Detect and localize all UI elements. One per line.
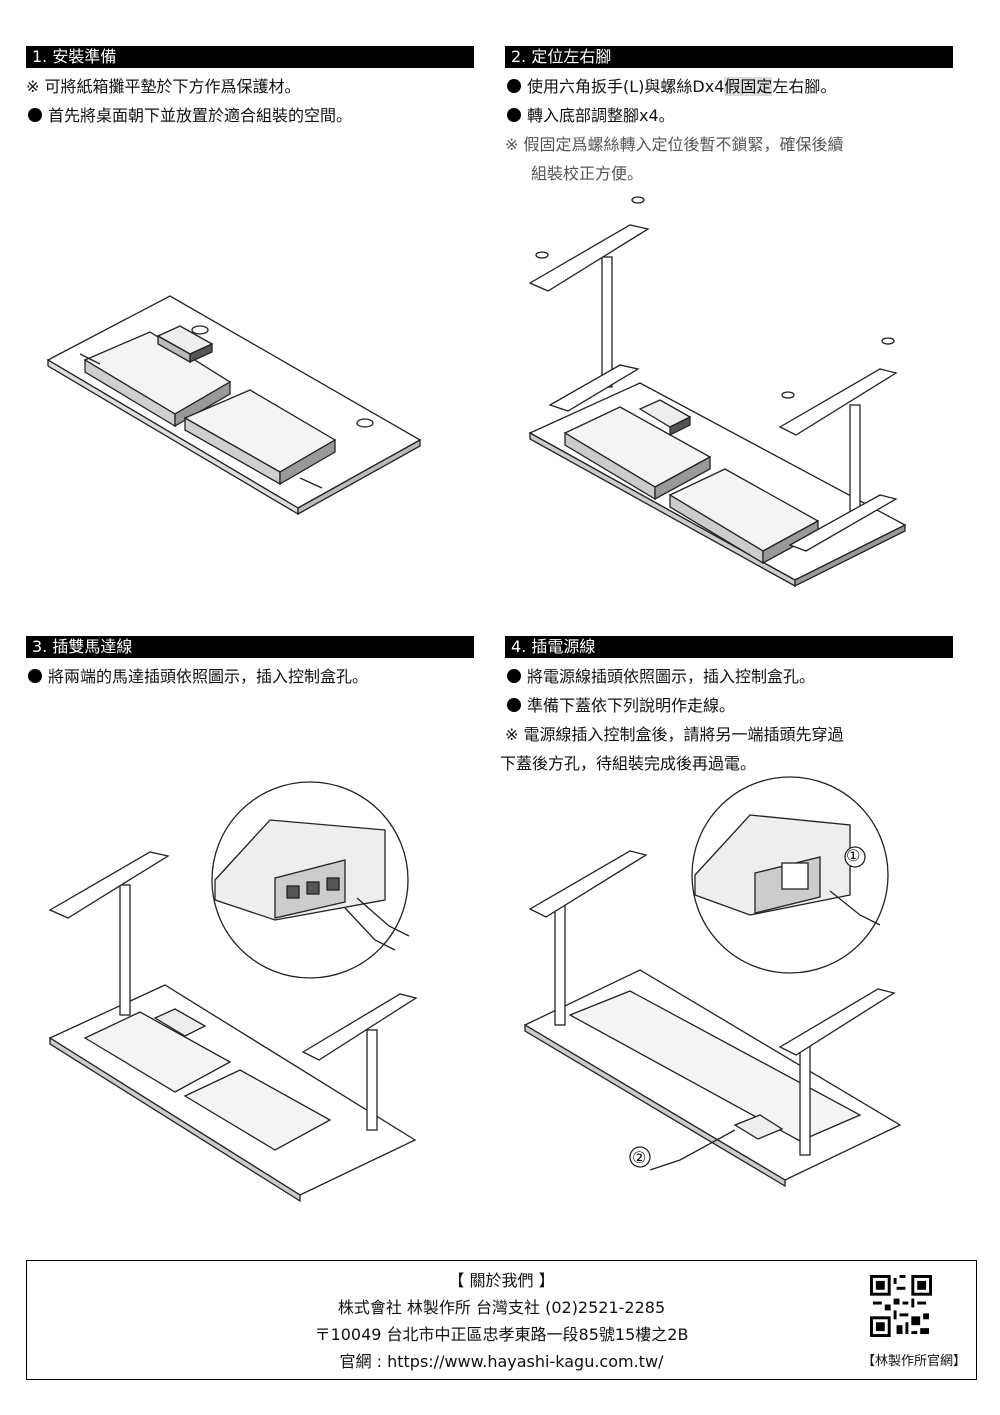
section-1-note-text: ※ 可將紙箱攤平墊於下方作爲保護材。 xyxy=(26,77,301,96)
section-4-line-2-text: 準備下蓋依下列說明作走線。 xyxy=(527,696,736,715)
section-2-line-1: 使用六角扳手(L)與螺絲Dx4假固定左右腳。 xyxy=(505,72,953,101)
section-4-line-2: 準備下蓋依下列說明作走線。 xyxy=(505,691,953,720)
figure-2-legs-illustration xyxy=(528,196,907,588)
section-4-line-1: 將電源線插頭依照圖示，插入控制盒孔。 xyxy=(505,662,953,691)
section-2: 2. 定位左右腳 使用六角扳手(L)與螺絲Dx4假固定左右腳。 轉入底部調整腳x… xyxy=(505,46,953,188)
figure-3-motor-cable-illustration xyxy=(48,781,418,1203)
section-1-bullet: 首先將桌面朝下並放置於適合組裝的空間。 xyxy=(26,101,474,130)
section-2-note-2: 組裝校正方便。 xyxy=(531,164,644,183)
section-2-line-1-post: 左右腳。 xyxy=(772,77,837,96)
footer-title: 【 關於我們 】 xyxy=(448,1271,555,1290)
section-1: 1. 安裝準備 ※ 可將紙箱攤平墊於下方作爲保護材。 首先將桌面朝下並放置於適合… xyxy=(26,46,474,130)
footer-text-block: 【 關於我們 】 株式會社 林製作所 台灣支社 (02)2521-2285 〒1… xyxy=(27,1267,976,1375)
figure-4-step-2-label: ② xyxy=(632,1148,647,1167)
section-2-line-2-text: 轉入底部調整腳x4。 xyxy=(527,106,675,125)
section-2-line-1-pre: 使用六角扳手(L)與螺絲Dx4 xyxy=(527,77,725,96)
section-4-line-1-text: 將電源線插頭依照圖示，插入控制盒孔。 xyxy=(527,667,816,686)
bullet-icon xyxy=(28,669,42,683)
section-2-line-2: 轉入底部調整腳x4。 xyxy=(505,101,953,130)
section-4-note-1: ※ 電源線插入控制盒後，請將另一端插頭先穿過 xyxy=(505,725,844,744)
qr-code-label: 【林製作所官網】 xyxy=(861,1354,966,1369)
section-4-note-2: 下蓋後方孔，待組裝完成後再過電。 xyxy=(500,754,757,773)
figure-1-desktop-illustration xyxy=(46,295,422,516)
qr-code-icon[interactable] xyxy=(870,1275,932,1337)
section-1-bullet-text: 首先將桌面朝下並放置於適合組裝的空間。 xyxy=(48,106,353,125)
figure-4-step-1-label: ① xyxy=(846,846,861,865)
bullet-icon xyxy=(507,79,521,93)
section-3-header: 3. 插雙馬達線 xyxy=(26,636,474,658)
figure-4-power-cable-illustration xyxy=(523,776,902,1188)
footer-address: 〒10049 台北市中正區忠孝東路一段85號15樓之2B xyxy=(314,1325,689,1344)
footer-about-us: 【 關於我們 】 株式會社 林製作所 台灣支社 (02)2521-2285 〒1… xyxy=(26,1260,977,1380)
section-2-highlight: 假固定 xyxy=(724,77,773,96)
section-1-header: 1. 安裝準備 xyxy=(26,46,474,68)
section-3-line-1-text: 將兩端的馬達插頭依照圖示，插入控制盒孔。 xyxy=(48,667,369,686)
footer-website-link[interactable]: 官網 : https://www.hayashi-kagu.com.tw/ xyxy=(339,1352,664,1371)
bullet-icon xyxy=(507,108,521,122)
footer-company: 株式會社 林製作所 台灣支社 (02)2521-2285 xyxy=(337,1298,666,1317)
section-3: 3. 插雙馬達線 將兩端的馬達插頭依照圖示，插入控制盒孔。 xyxy=(26,636,474,691)
section-3-line-1: 將兩端的馬達插頭依照圖示，插入控制盒孔。 xyxy=(26,662,474,691)
bullet-icon xyxy=(28,108,42,122)
section-4: 4. 插電源線 將電源線插頭依照圖示，插入控制盒孔。 準備下蓋依下列說明作走線。… xyxy=(500,636,953,778)
section-2-header: 2. 定位左右腳 xyxy=(505,46,953,68)
section-1-note: ※ 可將紙箱攤平墊於下方作爲保護材。 xyxy=(26,72,474,101)
bullet-icon xyxy=(507,669,521,683)
bullet-icon xyxy=(507,698,521,712)
section-2-note-1: ※ 假固定爲螺絲轉入定位後暫不鎖緊，確保後續 xyxy=(505,135,844,154)
section-4-header: 4. 插電源線 xyxy=(505,636,953,658)
